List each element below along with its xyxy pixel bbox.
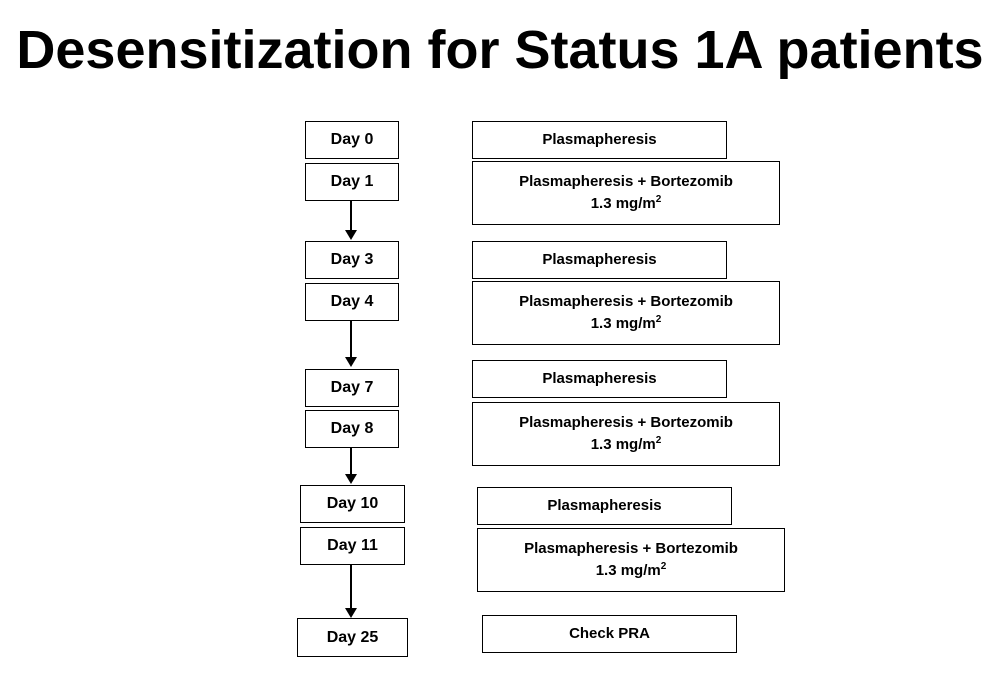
- treatment-label: Plasmapheresis: [547, 497, 662, 514]
- treatment-label: Plasmapheresis: [542, 370, 657, 387]
- treatment-label: Plasmapheresis + Bortezomib: [524, 540, 738, 557]
- treatment-box: Plasmapheresis: [472, 121, 727, 159]
- treatment-dose: 1.3 mg/m2: [590, 194, 662, 213]
- arrow-connector: [350, 448, 352, 474]
- treatment-box: Plasmapheresis: [472, 360, 727, 398]
- day-box: Day 8: [305, 410, 399, 448]
- treatment-dose: 1.3 mg/m2: [590, 435, 662, 454]
- treatment-dose: 1.3 mg/m2: [590, 314, 662, 333]
- arrow-down-icon: [345, 608, 357, 618]
- treatment-box: Check PRA: [482, 615, 737, 653]
- day-box: Day 11: [300, 527, 405, 565]
- day-box: Day 10: [300, 485, 405, 523]
- treatment-box: Plasmapheresis + Bortezomib 1.3 mg/m2: [472, 402, 780, 466]
- treatment-box: Plasmapheresis + Bortezomib 1.3 mg/m2: [472, 281, 780, 345]
- diagram-title: Desensitization for Status 1A patients: [16, 20, 984, 80]
- day-box: Day 3: [305, 241, 399, 279]
- arrow-down-icon: [345, 357, 357, 367]
- day-box: Day 1: [305, 163, 399, 201]
- day-box: Day 7: [305, 369, 399, 407]
- treatment-dose: 1.3 mg/m2: [595, 561, 667, 580]
- treatment-label: Check PRA: [569, 625, 650, 642]
- treatment-box: Plasmapheresis + Bortezomib 1.3 mg/m2: [472, 161, 780, 225]
- arrow-connector: [350, 321, 352, 357]
- treatment-label: Plasmapheresis: [542, 251, 657, 268]
- arrow-down-icon: [345, 230, 357, 240]
- arrow-down-icon: [345, 474, 357, 484]
- arrow-connector: [350, 201, 352, 230]
- treatment-label: Plasmapheresis + Bortezomib: [519, 414, 733, 431]
- treatment-box: Plasmapheresis: [477, 487, 732, 525]
- treatment-label: Plasmapheresis + Bortezomib: [519, 293, 733, 310]
- arrow-connector: [350, 565, 352, 608]
- treatment-box: Plasmapheresis: [472, 241, 727, 279]
- treatment-box: Plasmapheresis + Bortezomib 1.3 mg/m2: [477, 528, 785, 592]
- treatment-label: Plasmapheresis: [542, 131, 657, 148]
- day-box: Day 4: [305, 283, 399, 321]
- day-box: Day 25: [297, 618, 408, 657]
- treatment-label: Plasmapheresis + Bortezomib: [519, 173, 733, 190]
- day-box: Day 0: [305, 121, 399, 159]
